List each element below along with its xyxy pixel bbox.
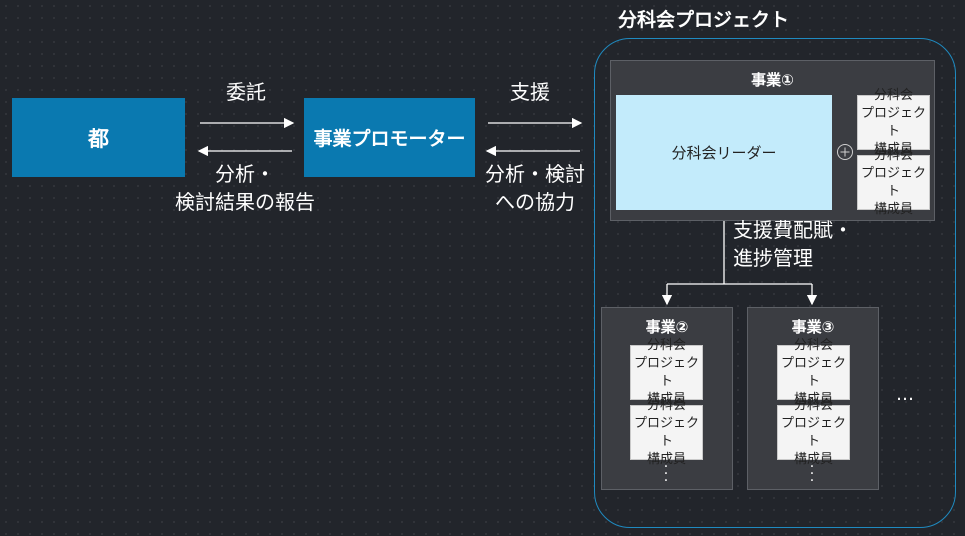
member-line: プロジェクト [860,165,926,199]
member-line: 分科会 [646,337,686,353]
member-line: 分科会 [873,147,913,163]
business-1-member-1: 分科会 プロジェクト 構成員 [857,88,930,157]
promoter-box: 事業プロモーター [304,98,475,177]
tokyo-box: 都 [12,98,185,177]
commission-label: 委託 [226,80,266,104]
member-line: プロジェクト [780,415,846,449]
promoter-label: 事業プロモーター [313,128,466,150]
business-3-member-2: 分科会 プロジェクト 構成員 [777,398,850,467]
cooperation-label: 分析・検討 への協力 [475,160,595,216]
project-frame [594,38,956,528]
distribution-label-line1: 支援費配賦・ [733,218,853,242]
cooperation-label-line2: への協力 [495,190,575,214]
member-line: プロジェクト [780,355,846,389]
leader-box: 分科会リーダー [616,95,832,210]
plus-circle-icon [836,143,854,161]
tokyo-label: 都 [88,126,109,151]
member-line: 構成員 [873,201,913,217]
vertical-ellipsis-icon: ··· [809,459,815,489]
business-3-member-1: 分科会 プロジェクト 構成員 [777,338,850,407]
cooperation-label-line1: 分析・検討 [485,162,585,186]
business-3-title: 事業③ [791,318,835,336]
member-line: 構成員 [646,391,686,407]
member-line: 構成員 [793,391,833,407]
member-line: プロジェクト [633,415,699,449]
business-2-member-2: 分科会 プロジェクト 構成員 [630,398,703,467]
vertical-ellipsis-icon: ··· [663,459,669,489]
member-line: プロジェクト [633,355,699,389]
report-label-line1: 分析・ [215,162,275,186]
leader-label: 分科会リーダー [671,144,777,162]
more-ellipsis: … [896,384,914,405]
member-line: プロジェクト [860,105,926,139]
report-label-line2: 検討結果の報告 [175,190,315,214]
business-1-title: 事業① [751,71,794,89]
member-line: 分科会 [793,337,833,353]
business-2-title: 事業② [645,318,689,336]
member-line: 分科会 [793,397,833,413]
support-label: 支援 [510,80,550,104]
member-line: 分科会 [646,397,686,413]
member-line: 分科会 [873,87,913,103]
distribution-label: 支援費配賦・ 進捗管理 [733,216,853,272]
business-1-member-2: 分科会 プロジェクト 構成員 [857,148,930,217]
project-title: 分科会プロジェクト [618,9,790,31]
member-line: 構成員 [793,451,833,467]
report-label: 分析・ 検討結果の報告 [150,160,340,216]
distribution-label-line2: 進捗管理 [733,246,813,270]
member-line: 構成員 [646,451,686,467]
member-line: 構成員 [873,141,913,157]
business-2-member-1: 分科会 プロジェクト 構成員 [630,338,703,407]
